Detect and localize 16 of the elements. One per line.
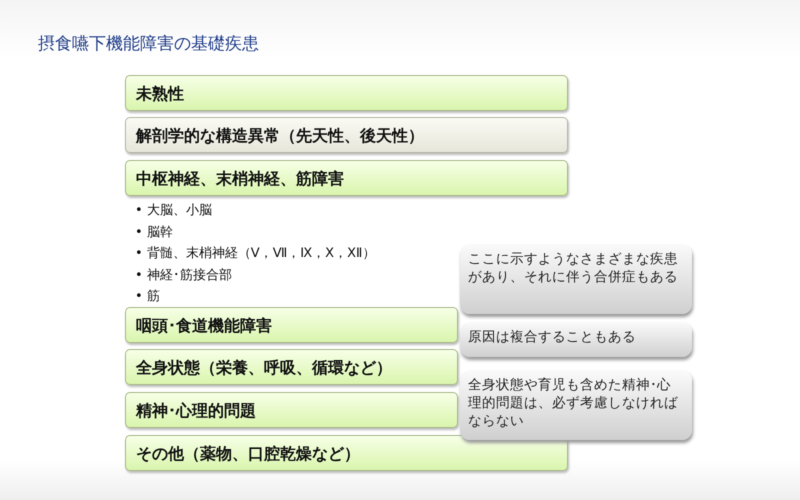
slide-title: 摂食嚥下機能障害の基礎疾患 [38,33,259,55]
category-bar: その他（薬物、口腔乾燥など） [125,435,568,471]
category-bar: 全身状態（栄養、呼吸、循環など） [125,349,458,385]
bullet-item: • 筋 [135,288,161,306]
bullet-item: • 脳幹 [135,224,174,242]
category-bar: 中枢神経、末梢神経、筋障害 [125,160,568,196]
bullet-item: • 背髄、末梢神経（Ⅴ，Ⅶ，Ⅸ，Ⅹ，ⅩⅡ） [135,245,376,263]
category-bar: 未熟性 [125,75,568,111]
bullet-item: • 大脳、小脳 [135,202,213,220]
callout-note: 原因は複合することもある [460,322,692,357]
category-bar: 精神･心理的問題 [125,392,458,428]
callout-note: 全身状態や育児も含めた精神･心理的問題は、必ず考慮しなければならない [460,370,692,440]
bullet-item: • 神経･筋接合部 [135,266,233,284]
callout-note: ここに示すようなさまざまな疾患があり、それに伴う合併症もある [460,244,692,314]
category-bar: 咽頭･食道機能障害 [125,307,458,343]
category-bar: 解剖学的な構造異常（先天性、後天性） [125,117,568,153]
